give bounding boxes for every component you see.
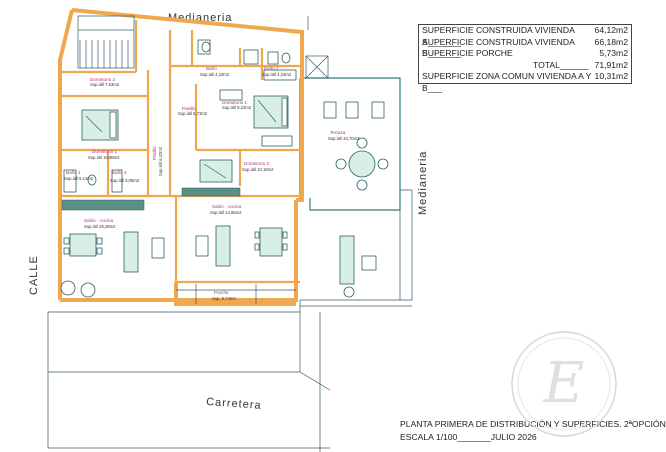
svg-text:Baño 2: Baño 2 xyxy=(112,170,127,175)
svg-text:Sup.útil 14,56m2: Sup.útil 14,56m2 xyxy=(210,210,242,215)
kitchen-counter-a xyxy=(61,199,145,211)
svg-text:Baño 1: Baño 1 xyxy=(66,170,81,175)
svg-text:Terraza: Terraza xyxy=(330,130,346,135)
room-label-dormitorio-1-a: Dormitorio 1 Sup.útil 10,98m2 xyxy=(88,149,120,160)
room-label-dormitorio-2-b: Dormitorio 2 Sup.útil 10,18m2 xyxy=(242,161,274,172)
svg-text:Sup.útil 10,98m2: Sup.útil 10,98m2 xyxy=(88,155,120,160)
sofa-a xyxy=(123,231,165,273)
room-label-dormitorio-2-a: Dormitorio 2 Sup.útil 7,53m2 xyxy=(90,77,120,87)
bathroom-fixtures xyxy=(63,39,291,193)
svg-text:Sup.útil 10,18m2: Sup.útil 10,18m2 xyxy=(242,167,274,172)
svg-text:Dormitorio 2: Dormitorio 2 xyxy=(244,161,269,166)
room-label-bano-small: Baño 2 Sup.útil 3,05m2 xyxy=(110,170,140,183)
surface-row: SUPERFICIE ZONA COMUN VIVIENDA A Y B___1… xyxy=(422,71,628,93)
duct-box xyxy=(305,55,329,79)
svg-text:Sup.útil 5,73m2: Sup.útil 5,73m2 xyxy=(178,111,208,116)
svg-text:Sup.útil 3,05m2: Sup.útil 3,05m2 xyxy=(110,178,140,183)
svg-text:Sup.útil 5,13m2: Sup.útil 5,13m2 xyxy=(64,176,94,181)
staircase xyxy=(77,15,135,69)
svg-text:Sup.útil 34,70m2: Sup.útil 34,70m2 xyxy=(328,136,360,141)
outer-walls xyxy=(58,8,304,306)
svg-text:Salón - cocina: Salón - cocina xyxy=(212,204,242,209)
room-label-bano-1: Baño 1 Sup.útil 5,13m2 xyxy=(64,170,94,181)
room-label-salon-b: Salón - cocina Sup.útil 14,56m2 xyxy=(210,204,242,215)
watermark-logo: E xyxy=(511,331,617,437)
svg-text:Porche: Porche xyxy=(214,290,229,295)
street-label-bottom: Carretera xyxy=(206,396,262,412)
room-label-dormitorio-1-b: Dormitorio 1 Sup.útil 9,22m2 xyxy=(222,100,252,110)
kitchen-counter-b xyxy=(181,187,241,197)
sofa-b xyxy=(195,225,231,267)
svg-text:Sup.útil 4,23m2: Sup.útil 4,23m2 xyxy=(262,72,292,77)
svg-text:Baño 2: Baño 2 xyxy=(264,66,279,71)
plan-caption: PLANTA PRIMERA DE DISTRIBUCIÓN Y SUPERFI… xyxy=(400,418,666,444)
bed-dormitorio-1-a xyxy=(81,109,119,141)
svg-text:Sup.útil 25,28m2: Sup.útil 25,28m2 xyxy=(84,224,116,229)
room-label-pasillo-2: Pasillo Sup.útil 6,42m2 xyxy=(152,146,163,176)
svg-text:Dormitorio 1: Dormitorio 1 xyxy=(92,149,117,154)
caption-scale: ESCALA 1/100_______JULIO 2026 xyxy=(400,432,537,442)
svg-text:Dormitorio 2: Dormitorio 2 xyxy=(90,77,115,82)
svg-text:E: E xyxy=(543,351,585,416)
terrace-loungers xyxy=(323,101,385,119)
room-label-porche: Porche Sup. 5,73m2 xyxy=(212,290,236,301)
svg-text:Sup. 5,73m2: Sup. 5,73m2 xyxy=(212,296,236,301)
svg-text:Dormitorio 1: Dormitorio 1 xyxy=(222,100,247,105)
porch-dividers xyxy=(176,284,296,304)
svg-text:Baño: Baño xyxy=(206,66,217,71)
svg-text:Sup.útil 6,42m2: Sup.útil 6,42m2 xyxy=(158,146,163,176)
caption-title: PLANTA PRIMERA DE DISTRIBUCIÓN Y SUPERFI… xyxy=(400,419,666,429)
svg-text:Salón - cocina: Salón - cocina xyxy=(84,218,114,223)
garden-furniture xyxy=(339,235,377,298)
room-label-salon-a: Salón - cocina Sup.útil 25,28m2 xyxy=(84,218,116,229)
svg-text:Pasillo: Pasillo xyxy=(182,106,196,111)
svg-text:Sup.útil 9,22m2: Sup.útil 9,22m2 xyxy=(222,105,252,110)
svg-text:Sup.útil 4,23m2: Sup.útil 4,23m2 xyxy=(200,72,230,77)
svg-text:Sup.útil 7,53m2: Sup.útil 7,53m2 xyxy=(90,82,120,87)
room-label-bano-2: Baño 2 Sup.útil 4,23m2 xyxy=(262,66,292,77)
armchairs-a xyxy=(60,280,96,298)
surface-row: SUPERFICIE CONSTRUIDA VIVIENDA A_______6… xyxy=(422,25,628,47)
surface-row-total: TOTAL______71,91m2 xyxy=(532,59,628,70)
terrace-table xyxy=(335,137,389,191)
floor-plan: Medianeria Medianeria CALLE Carretera xyxy=(28,8,429,452)
room-label-pasillo: Pasillo Sup.útil 5,73m2 xyxy=(178,106,208,116)
svg-text:Pasillo: Pasillo xyxy=(152,146,157,160)
site-boundary xyxy=(47,16,413,452)
room-label-bano-a: Baño Sup.útil 4,23m2 xyxy=(200,66,230,77)
surface-row: SUPERFICIE CONSTRUIDA VIVIENDA B_______6… xyxy=(422,36,628,59)
bed-dormitorio-1-b xyxy=(253,95,289,129)
street-label-left: CALLE xyxy=(28,255,40,295)
wardrobe-icons xyxy=(219,69,297,147)
surfaces-table: SUPERFICIE CONSTRUIDA VIVIENDA A_______6… xyxy=(418,24,632,93)
street-label-right: Medianeria xyxy=(417,151,429,215)
dining-table-a xyxy=(63,233,103,257)
dining-table-b xyxy=(254,227,288,257)
terrace-outline xyxy=(299,77,401,211)
room-label-terraza: Terraza Sup.útil 34,70m2 xyxy=(328,130,360,141)
bed-dormitorio-2-b xyxy=(199,159,233,183)
